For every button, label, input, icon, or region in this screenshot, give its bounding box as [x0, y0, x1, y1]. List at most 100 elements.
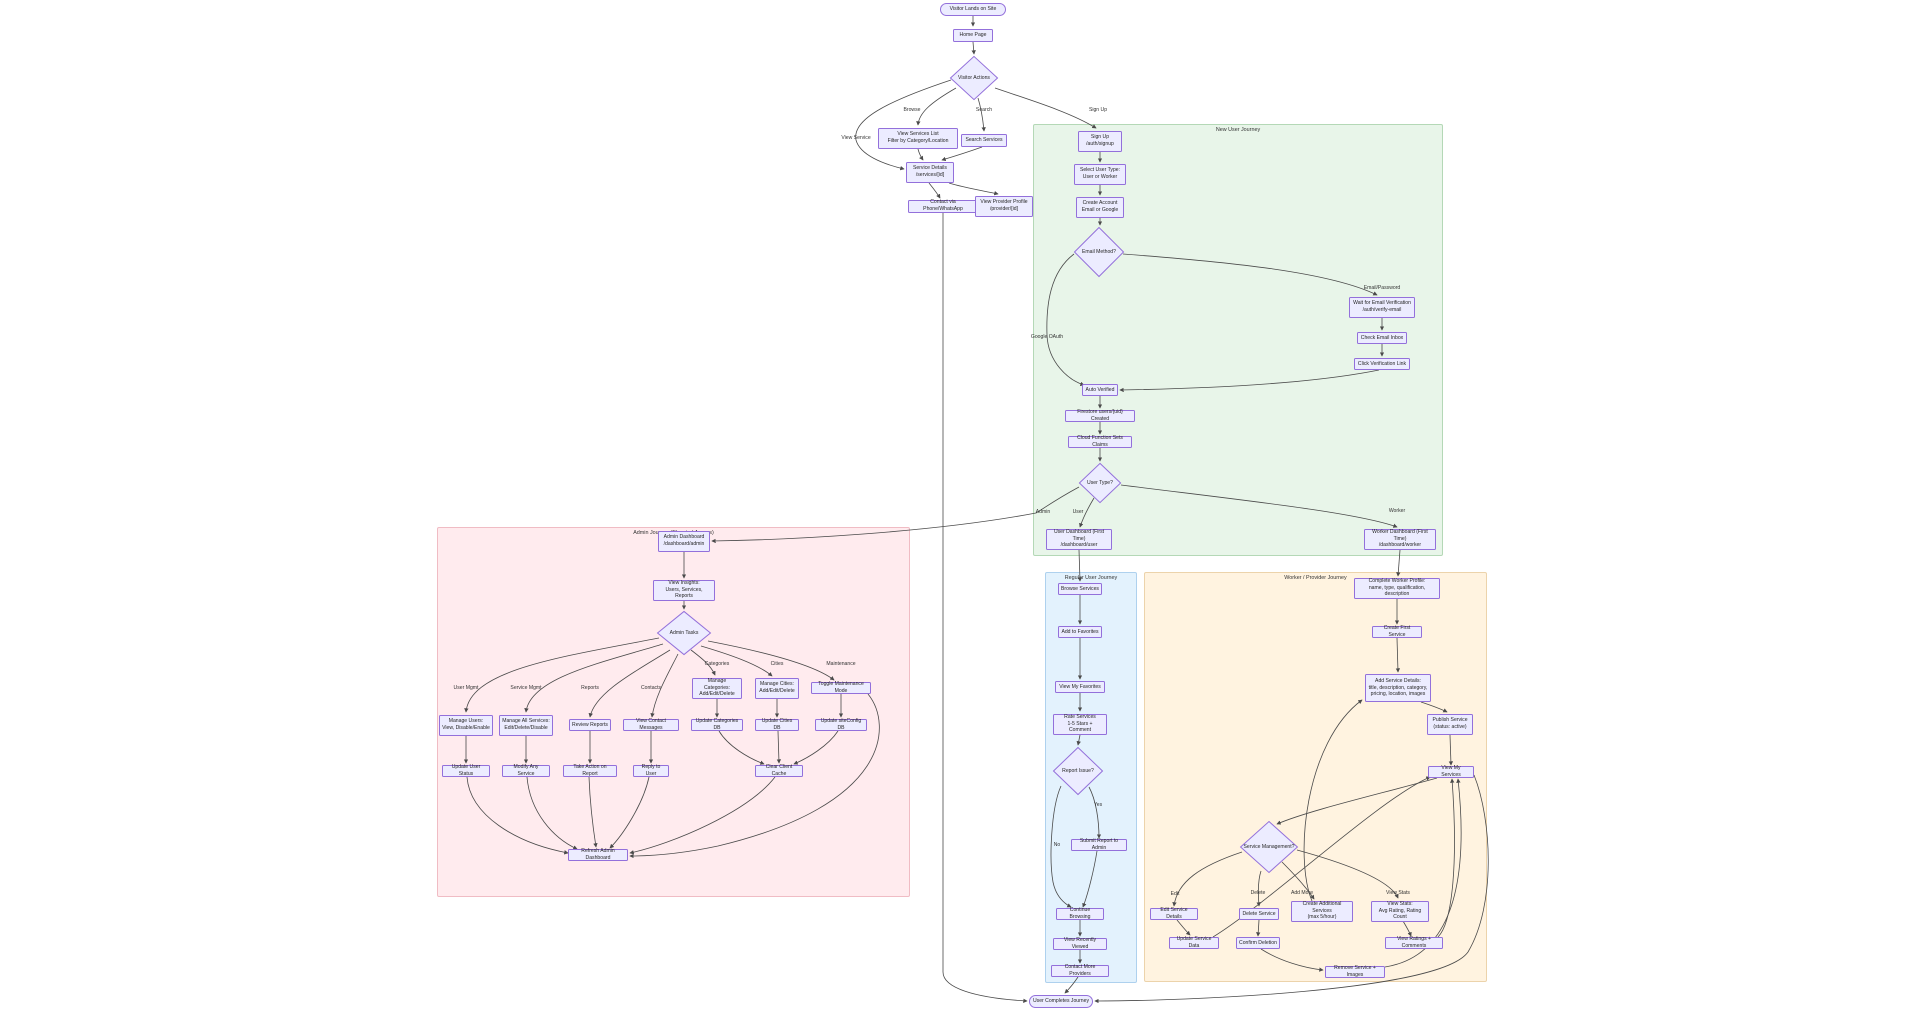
edge-home-page--visitor-actions: [971, 41, 976, 55]
node-confirm-deletion: Confirm Deletion: [1236, 937, 1280, 949]
node-text-contact-via-phone-whatsapp: Contact via Phone/WhatsApp: [923, 199, 963, 212]
node-view-ratings-comments: View Ratings + Comments: [1385, 936, 1443, 949]
node-text-user-dashboard: User Dashboard (First Time)/dashboard/us…: [1053, 528, 1105, 549]
node-contact-via-phone-whatsapp: Contact via Phone/WhatsApp: [908, 199, 978, 213]
edge-email-method--auto-verified: [1046, 253, 1085, 386]
node-email-method: Email Method?: [1074, 227, 1124, 277]
edge-user-type--admin-dashboard: [711, 486, 1080, 544]
node-manage-cities: Manage Cities:Add/Edit/Delete: [755, 677, 799, 699]
node-remove-service-images: Remove Service + Images: [1325, 965, 1385, 978]
node-text-visitor-actions: Visitor Actions: [958, 74, 990, 81]
node-text-update-user-status: Update User Status: [451, 764, 481, 777]
diamond-shape-service-management: [1240, 821, 1298, 873]
node-text-add-service-details: Add Service Details:title, description, …: [1368, 677, 1428, 698]
edge-user-type--worker-dashboard: [1120, 484, 1398, 528]
node-text-view-contact-messages: View Contact Messages: [636, 718, 666, 731]
node-edit-service-details: Edit Service Details: [1150, 907, 1198, 920]
node-text-admin-tasks: Admin Tasks: [669, 629, 699, 636]
node-text-search-services: Search Services: [965, 136, 1003, 143]
node-text-select-user-type: Select User Type:User or Worker: [1079, 167, 1121, 180]
node-user-dashboard: User Dashboard (First Time)/dashboard/us…: [1046, 528, 1112, 550]
node-refresh-admin-dashboard: Refresh Admin Dashboard: [568, 848, 628, 861]
node-text-take-action-on-report: Take Action on Report: [573, 764, 607, 777]
node-text-add-to-favorites: Add to Favorites: [1061, 628, 1099, 635]
node-text-email-method: Email Method?: [1082, 248, 1116, 255]
node-admin-tasks: Admin Tasks: [657, 611, 711, 655]
edge-click-verification-link--auto-verified: [1119, 369, 1380, 393]
edge-visitor-actions--service-details: [855, 79, 952, 171]
node-browse-services: Browse Services: [1058, 583, 1102, 595]
edge-label-sign-up: Sign Up: [1088, 107, 1108, 113]
edge-update-categories-db--clear-client-cache: [718, 730, 765, 765]
node-text-cloud-function-sets-claims: Cloud Function Sets Claims: [1077, 435, 1123, 448]
edge-toggle-maintenance-mode--refresh-admin-dashboard: [629, 693, 880, 859]
edge-label-add-more: Add More: [1290, 890, 1314, 896]
node-text-wait-for-email-verification: Wait for Email Verification/auth/verify-…: [1353, 300, 1411, 313]
edge-update-siteconfig-db--clear-client-cache: [793, 730, 839, 765]
node-auto-verified: Auto Verified: [1082, 384, 1118, 396]
diamond-shape-email-method: [1074, 227, 1124, 277]
node-text-click-verification-link: Click Verification Link: [1357, 360, 1407, 367]
edge-service-management--edit-service-details: [1172, 851, 1243, 907]
edge-submit-report-to-admin--continue-browsing: [1082, 850, 1098, 908]
edge-admin-tasks--manage-all-services: [524, 643, 664, 713]
node-text-sign-up: Sign Up/auth/signup: [1086, 134, 1114, 147]
node-publish-service: Publish Service(status: active): [1427, 713, 1473, 735]
edge-label-cities: Cities: [770, 661, 784, 667]
edge-view-ratings-comments--view-my-services: [1437, 778, 1455, 938]
node-text-view-provider-profile: View Provider Profile/provider/[id]: [980, 199, 1028, 212]
edge-worker-dashboard--complete-worker-profile: [1396, 549, 1401, 577]
node-text-manage-cities: Manage Cities:Add/Edit/Delete: [759, 681, 795, 694]
edge-visitor-actions--sign-up: [994, 87, 1097, 129]
node-delete-service: Delete Service: [1239, 908, 1279, 920]
node-text-reply-to-user: Reply to User: [641, 764, 661, 777]
node-text-user-type: User Type?: [1087, 479, 1113, 486]
node-text-visitor-lands-on-site: Visitor Lands on Site: [949, 5, 997, 12]
diamond-shape-visitor-actions: [950, 56, 998, 100]
diamond-shape-report-issue: [1053, 747, 1103, 795]
edge-admin-tasks--view-contact-messages: [650, 653, 679, 718]
edge-search-services--service-details: [941, 146, 983, 162]
node-text-view-ratings-comments: View Ratings + Comments: [1396, 936, 1432, 949]
edge-label-service-mgmt: Service Mgmt: [510, 685, 542, 691]
edge-admin-tasks--review-reports: [588, 649, 671, 718]
node-view-stats: View Stats:Avg Rating, Rating Count: [1371, 900, 1429, 922]
node-update-siteconfig-db: Update siteConfig DB: [815, 718, 867, 731]
edge-create-first-service--add-service-details: [1395, 637, 1401, 673]
node-text-report-issue: Report Issue?: [1062, 767, 1094, 774]
node-add-service-details: Add Service Details:title, description, …: [1365, 674, 1431, 702]
edge-label-view-service: View Service: [841, 135, 871, 141]
edge-admin-tasks--manage-categories: [690, 649, 716, 676]
node-text-delete-service: Delete Service: [1242, 910, 1276, 917]
edge-reply-to-user--refresh-admin-dashboard: [609, 776, 650, 849]
node-view-my-favorites: View My Favorites: [1055, 681, 1105, 693]
node-manage-categories: Manage Categories:Add/Edit/Delete: [692, 677, 742, 699]
node-clear-client-cache: Clear Client Cache: [755, 764, 803, 777]
node-take-action-on-report: Take Action on Report: [563, 764, 617, 777]
node-text-remove-service-images: Remove Service + Images: [1334, 965, 1376, 978]
node-text-create-additional-services: Create Additional Services(max 5/hour): [1302, 900, 1342, 921]
node-worker-dashboard: Worker Dashboard (First Time)/dashboard/…: [1364, 528, 1436, 550]
node-modify-any-service: Modify Any Service: [502, 764, 550, 777]
node-view-insights: View Insights:Users, Services, Reports: [653, 579, 715, 601]
node-view-recently-viewed: View Recently Viewed: [1053, 937, 1107, 950]
node-text-auto-verified: Auto Verified: [1085, 386, 1115, 393]
edge-label-contacts: Contacts: [640, 685, 662, 691]
edge-add-service-details--publish-service: [1420, 701, 1448, 713]
node-text-view-insights: View Insights:Users, Services, Reports: [665, 579, 703, 600]
edge-rate-services--report-issue: [1076, 734, 1081, 746]
group-label-worker-provider-journey: Worker / Provider Journey: [1284, 575, 1347, 581]
node-continue-browsing: Continue Browsing: [1056, 907, 1104, 920]
node-text-view-stats: View Stats:Avg Rating, Rating Count: [1378, 900, 1422, 921]
node-text-manage-users: Manage Users:View, Disable/Enable: [442, 718, 490, 731]
edge-label-categories: Categories: [704, 661, 730, 667]
edge-label-user-mgmt: User Mgmt: [453, 685, 479, 691]
node-search-services: Search Services: [961, 133, 1007, 147]
node-review-reports: Review Reports: [569, 719, 611, 731]
node-toggle-maintenance-mode: Toggle Maintenance Mode: [811, 681, 871, 694]
edge-label-maintenance: Maintenance: [826, 661, 856, 667]
